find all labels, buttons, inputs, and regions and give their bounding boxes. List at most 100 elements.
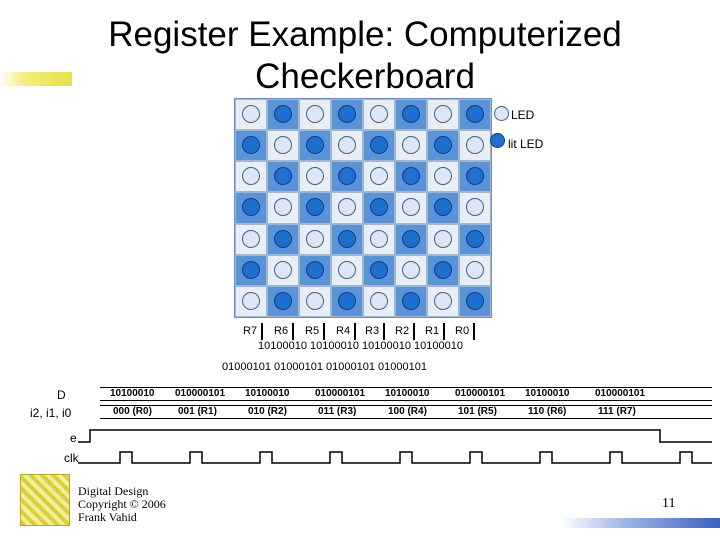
lit-led-icon bbox=[338, 105, 356, 123]
board-square bbox=[299, 130, 331, 162]
clk-waveform bbox=[78, 451, 712, 464]
lit-led-icon bbox=[338, 229, 356, 248]
i-row-label: i2, i1, i0 bbox=[30, 406, 72, 420]
led-icon bbox=[338, 136, 356, 155]
lit-led-icon bbox=[466, 105, 484, 123]
register-divider bbox=[292, 323, 294, 340]
led-icon bbox=[402, 136, 420, 155]
register-label: R1 bbox=[425, 325, 440, 337]
lit-led-icon bbox=[274, 167, 292, 186]
board-square bbox=[299, 223, 331, 255]
board-square bbox=[331, 192, 363, 224]
i-bus-value: 010 (R2) bbox=[248, 406, 287, 417]
register-divider bbox=[354, 323, 356, 340]
led-icon bbox=[434, 291, 452, 310]
lit-led-icon bbox=[306, 260, 324, 279]
d-bus-line-bottom bbox=[100, 400, 712, 401]
board-square bbox=[331, 130, 363, 162]
board-square bbox=[267, 130, 299, 162]
register-label: R5 bbox=[305, 325, 320, 337]
d-bus-value: 10100010 bbox=[385, 388, 430, 399]
footer-line3: Frank Vahid bbox=[78, 510, 137, 524]
d-bus-value: 010000101 bbox=[455, 388, 506, 399]
lit-led-icon bbox=[402, 291, 420, 310]
register-divider bbox=[413, 323, 415, 340]
board-square bbox=[299, 285, 331, 317]
board-square bbox=[459, 130, 491, 162]
register-label: R3 bbox=[365, 325, 380, 337]
led-icon bbox=[274, 260, 292, 279]
e-waveform bbox=[78, 429, 712, 443]
clk-row-label: clk bbox=[64, 451, 79, 465]
led-icon bbox=[466, 260, 484, 279]
lit-led-icon bbox=[274, 105, 292, 123]
legend-lit-led-label: lit LED bbox=[508, 137, 544, 151]
register-divider bbox=[473, 323, 475, 340]
board-square bbox=[235, 161, 267, 193]
led-icon bbox=[306, 291, 324, 310]
checkerboard bbox=[234, 98, 492, 318]
board-square bbox=[427, 192, 459, 224]
board-square bbox=[363, 161, 395, 193]
register-label: R0 bbox=[455, 325, 470, 337]
lit-led-icon bbox=[306, 136, 324, 155]
led-icon bbox=[370, 291, 388, 310]
board-square bbox=[395, 99, 427, 131]
board-square bbox=[427, 254, 459, 286]
board-square bbox=[459, 192, 491, 224]
led-icon bbox=[242, 167, 260, 186]
led-icon bbox=[466, 198, 484, 217]
i-bus-value: 100 (R4) bbox=[388, 406, 427, 417]
d-row-label: D bbox=[57, 388, 66, 402]
lit-led-icon bbox=[402, 105, 420, 123]
board-square bbox=[267, 223, 299, 255]
board-square bbox=[299, 99, 331, 131]
board-square bbox=[395, 192, 427, 224]
board-square bbox=[267, 161, 299, 193]
register-values-bottom: 01000101 01000101 01000101 01000101 bbox=[222, 361, 427, 373]
title-accent-bar bbox=[0, 72, 72, 86]
lit-led-icon bbox=[402, 167, 420, 186]
board-square bbox=[299, 192, 331, 224]
board-square bbox=[363, 130, 395, 162]
board-square bbox=[459, 254, 491, 286]
d-bus-value: 10100010 bbox=[525, 388, 570, 399]
lit-led-icon bbox=[370, 198, 388, 217]
i-bus-line-bottom bbox=[100, 418, 712, 419]
i-bus-value: 011 (R3) bbox=[318, 406, 357, 417]
led-icon bbox=[242, 105, 260, 123]
publisher-logo bbox=[20, 474, 70, 526]
led-icon bbox=[466, 136, 484, 155]
led-icon bbox=[370, 229, 388, 248]
slide-title: Register Example: Computerized Checkerbo… bbox=[108, 15, 622, 96]
legend-led-icon bbox=[494, 106, 509, 121]
led-icon bbox=[306, 167, 324, 186]
board-square bbox=[235, 130, 267, 162]
board-square bbox=[331, 99, 363, 131]
lit-led-icon bbox=[242, 198, 260, 217]
d-bus-value: 010000101 bbox=[595, 388, 646, 399]
lit-led-icon bbox=[242, 136, 260, 155]
lit-led-icon bbox=[338, 291, 356, 310]
board-square bbox=[427, 99, 459, 131]
led-icon bbox=[434, 229, 452, 248]
board-square bbox=[299, 161, 331, 193]
lit-led-icon bbox=[274, 291, 292, 310]
led-icon bbox=[338, 198, 356, 217]
board-square bbox=[427, 161, 459, 193]
board-square bbox=[459, 285, 491, 317]
board-square bbox=[363, 254, 395, 286]
i-bus-value: 111 (R7) bbox=[598, 406, 636, 417]
i-bus-line bbox=[100, 405, 712, 406]
board-square bbox=[363, 285, 395, 317]
d-bus-value: 010000101 bbox=[315, 388, 366, 399]
led-icon bbox=[370, 105, 388, 123]
led-icon bbox=[338, 260, 356, 279]
lit-led-icon bbox=[466, 229, 484, 248]
board-square bbox=[267, 99, 299, 131]
led-icon bbox=[242, 291, 260, 310]
lit-led-icon bbox=[434, 260, 452, 279]
board-square bbox=[395, 161, 427, 193]
board-square bbox=[459, 99, 491, 131]
